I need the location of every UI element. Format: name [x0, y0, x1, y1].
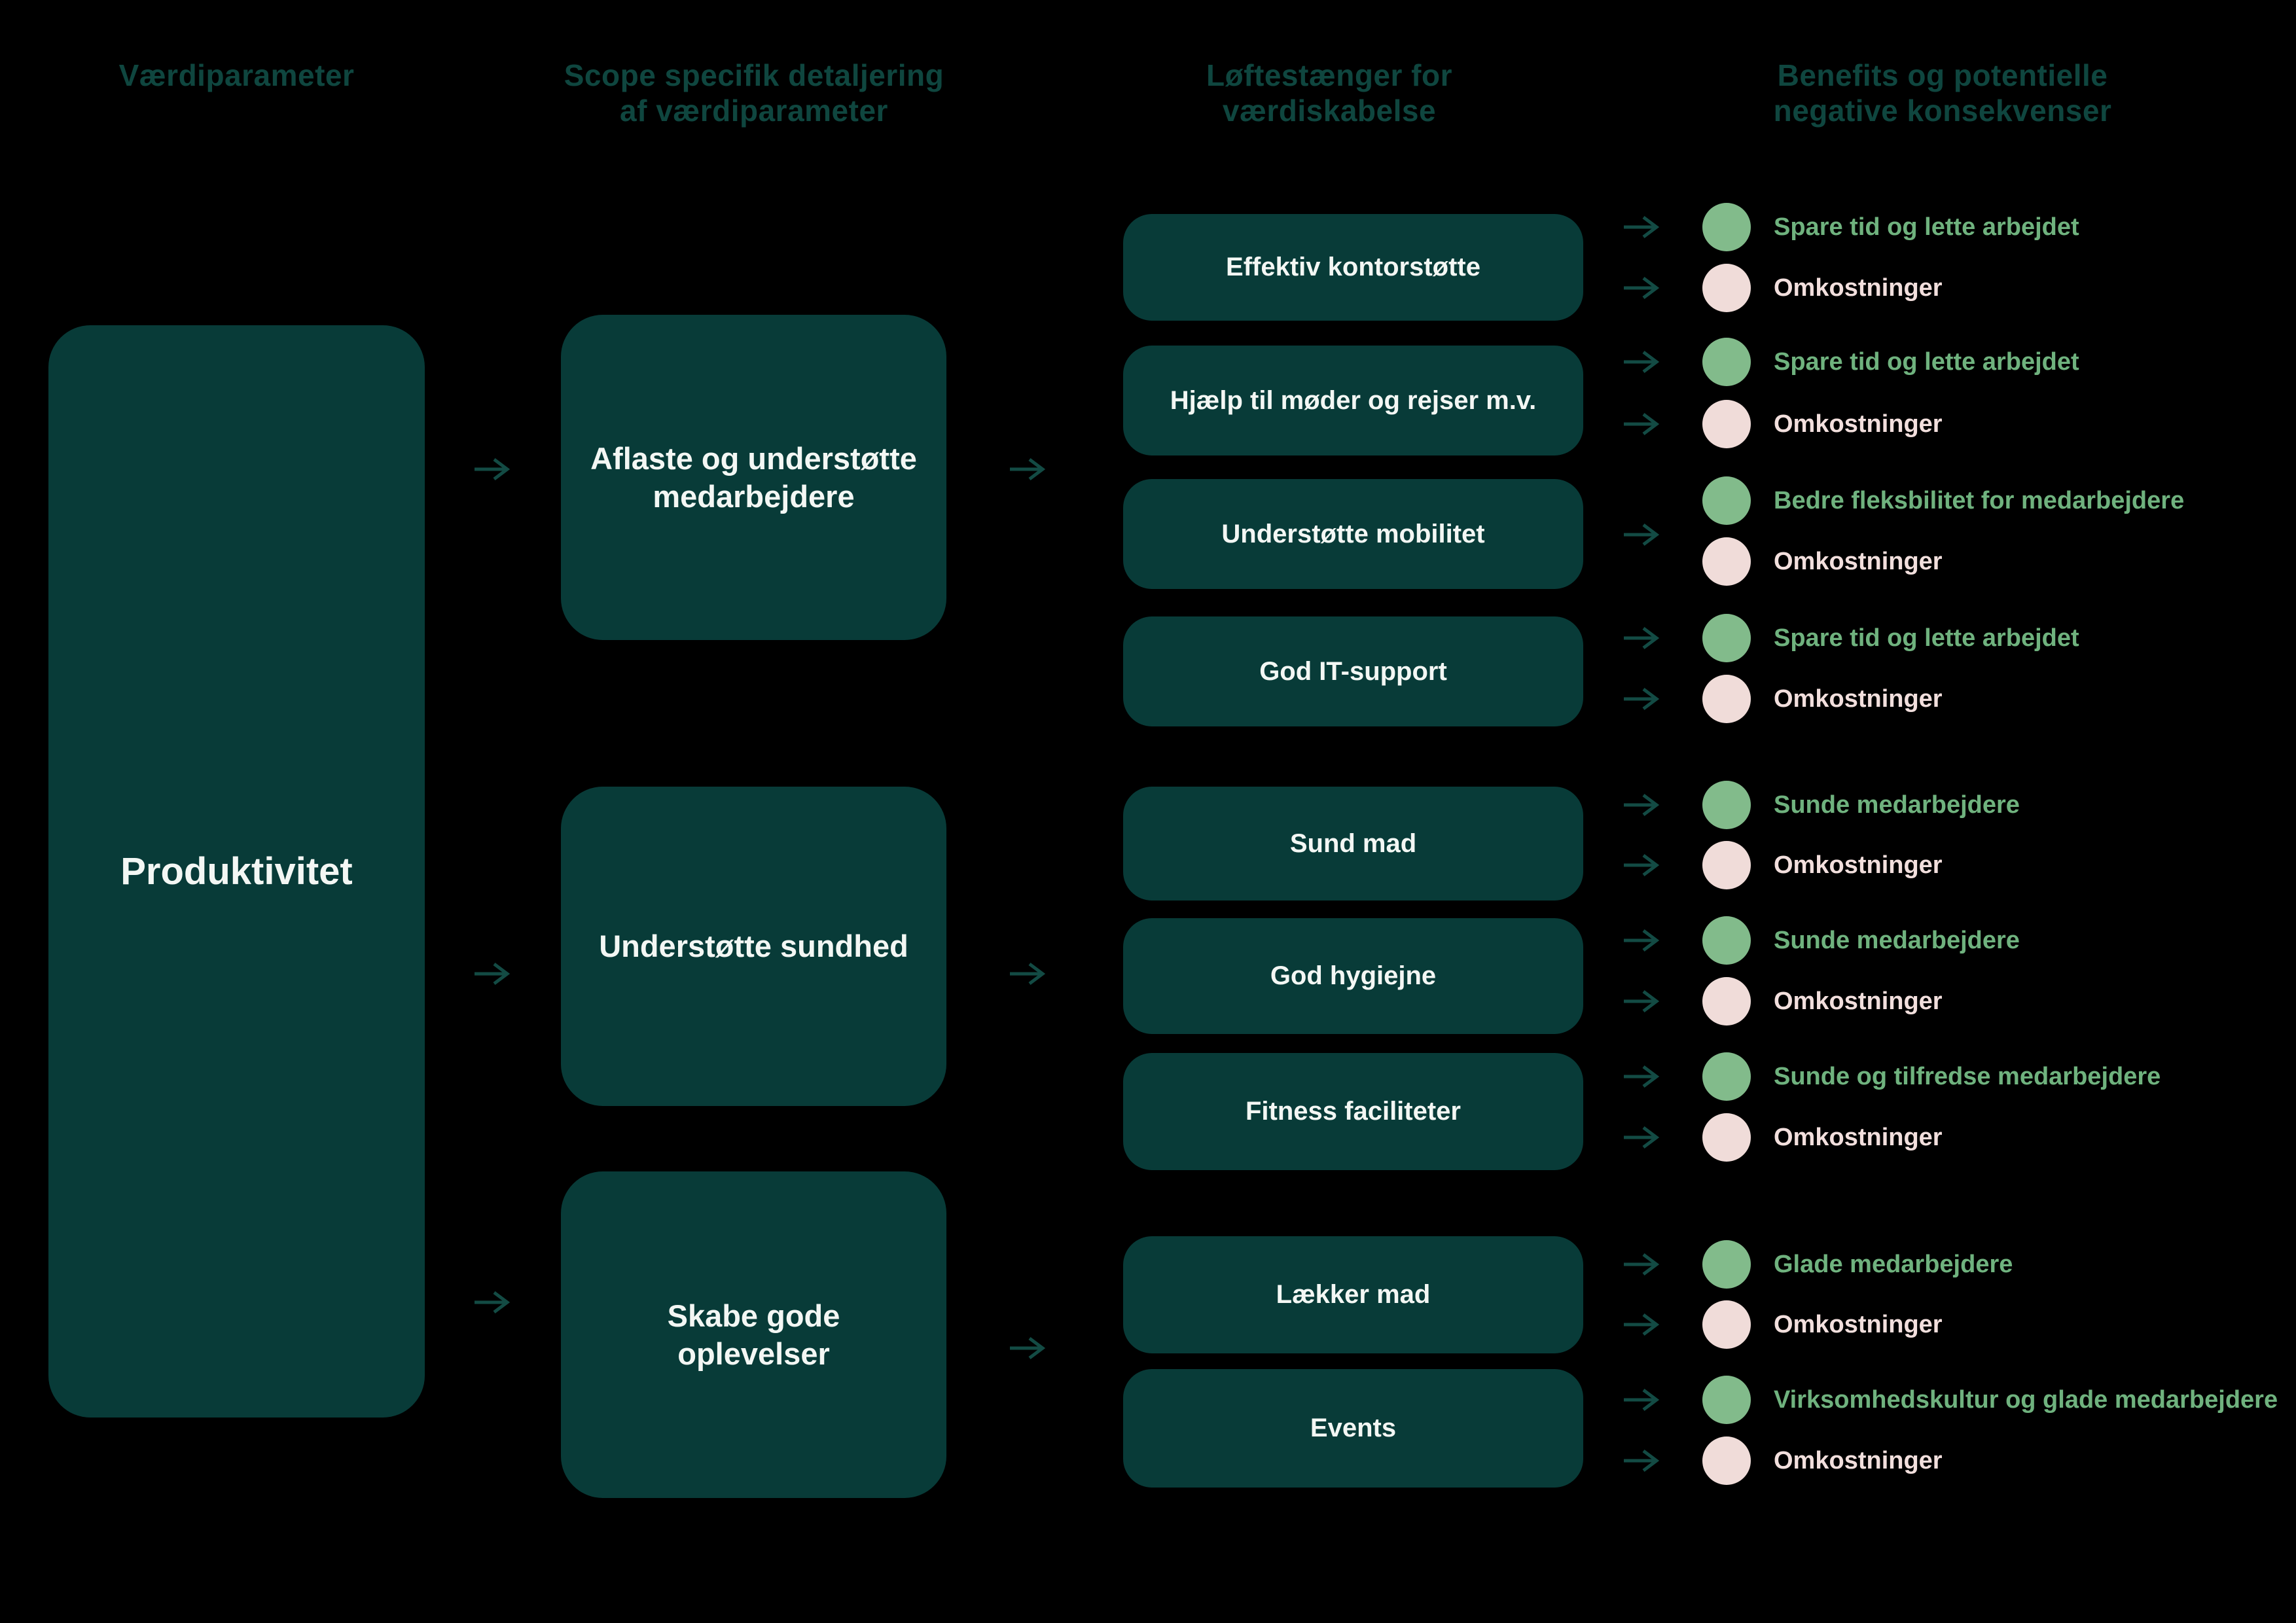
lever-box-events: Events: [1123, 1369, 1583, 1488]
cost-label: Omkostninger: [1774, 274, 1943, 302]
benefit-dot: [1702, 476, 1751, 525]
cost-label: Omkostninger: [1774, 988, 1943, 1015]
lever-label: Lækker mad: [1276, 1280, 1431, 1309]
cost-label: Omkostninger: [1774, 410, 1943, 438]
scope-box-oplevelser: Skabe gode oplevelser: [561, 1171, 946, 1498]
arrow-right-icon: [1624, 1450, 1660, 1472]
cost-dot: [1702, 400, 1751, 448]
arrow-right-icon: [475, 458, 511, 480]
cost-label: Omkostninger: [1774, 548, 1943, 575]
arrow-right-icon: [1624, 216, 1660, 238]
value-parameter-label: Produktivitet: [120, 850, 353, 893]
lever-box-god-it-support: God IT-support: [1123, 616, 1583, 726]
scope-label: Understøtte sundhed: [599, 929, 908, 964]
cost-dot: [1702, 977, 1751, 1026]
scope-label: Aflaste og understøtte medarbejdere: [590, 441, 917, 514]
cost-label: Omkostninger: [1774, 1311, 1943, 1338]
lever-label: Events: [1310, 1414, 1397, 1442]
column-header-vaerdiparameter: Værdiparameter: [118, 58, 355, 92]
benefit-label: Sunde og tilfredse medarbejdere: [1774, 1063, 2161, 1090]
arrow-right-icon: [1010, 963, 1046, 985]
benefit-dot: [1702, 203, 1751, 251]
benefit-label: Spare tid og lette arbejdet: [1774, 624, 2079, 652]
lever-label: Understøtte mobilitet: [1221, 519, 1485, 548]
arrow-right-icon: [475, 1291, 511, 1313]
cost-dot: [1702, 841, 1751, 889]
arrow-right-icon: [1624, 277, 1660, 299]
benefit-label: Spare tid og lette arbejdet: [1774, 348, 2079, 376]
lever-label: Sund mad: [1289, 829, 1417, 858]
benefit-dot: [1702, 1052, 1751, 1101]
cost-dot: [1702, 1300, 1751, 1349]
cost-dot: [1702, 264, 1751, 312]
cost-label: Omkostninger: [1774, 851, 1943, 879]
arrow-right-icon: [1624, 854, 1660, 876]
arrow-right-icon: [1624, 1313, 1660, 1336]
arrow-right-icon: [1624, 929, 1660, 952]
scope-box-sundhed: Understøtte sundhed: [561, 787, 946, 1106]
arrow-right-icon: [1624, 990, 1660, 1012]
arrow-right-icon: [1624, 524, 1660, 546]
scope-box-aflaste: Aflaste og understøtte medarbejdere: [561, 315, 946, 640]
cost-label: Omkostninger: [1774, 1124, 1943, 1151]
benefit-label: Sunde medarbejdere: [1774, 927, 2020, 954]
cost-dot: [1702, 537, 1751, 586]
benefit-dot: [1702, 781, 1751, 829]
arrow-right-icon: [1624, 1253, 1660, 1275]
benefit-dot: [1702, 614, 1751, 662]
lever-box-sund-mad: Sund mad: [1123, 787, 1583, 901]
benefit-label: Sunde medarbejdere: [1774, 791, 2020, 819]
arrow-right-icon: [1624, 1065, 1660, 1088]
column-header-scope-detaljering: Scope specifik detaljering af værdiparam…: [564, 58, 944, 128]
cost-dot: [1702, 1436, 1751, 1485]
benefit-dot: [1702, 916, 1751, 965]
lever-label: God IT-support: [1259, 656, 1447, 686]
benefit-label: Bedre fleksbilitet for medarbejdere: [1774, 487, 2185, 514]
scope-label: Skabe gode oplevelser: [667, 1298, 840, 1371]
lever-box-fitness-faciliteter: Fitness faciliteter: [1123, 1053, 1583, 1170]
lever-label: Hjælp til møder og rejser m.v.: [1170, 385, 1537, 415]
column-header-loeftestaenger: Løftestænger for værdiskabelse: [1206, 58, 1452, 128]
cost-dot: [1702, 675, 1751, 723]
lever-box-understoette-mobilitet: Understøtte mobilitet: [1123, 479, 1583, 589]
cost-label: Omkostninger: [1774, 685, 1943, 713]
cost-dot: [1702, 1113, 1751, 1162]
arrow-right-icon: [1624, 627, 1660, 649]
benefit-label: Glade medarbejdere: [1774, 1251, 2013, 1278]
lever-box-god-hygiejne: God hygiejne: [1123, 918, 1583, 1034]
arrow-right-icon: [1624, 794, 1660, 816]
cost-label: Omkostninger: [1774, 1447, 1943, 1474]
arrow-right-icon: [1624, 351, 1660, 373]
benefit-label: Virksomhedskultur og glade medarbejdere: [1774, 1386, 2278, 1414]
lever-label: God hygiejne: [1270, 961, 1437, 990]
arrow-right-icon: [1624, 688, 1660, 710]
benefit-dot: [1702, 1376, 1751, 1424]
lever-label: Fitness faciliteter: [1245, 1097, 1461, 1126]
arrow-right-icon: [475, 963, 511, 985]
benefit-dot: [1702, 338, 1751, 386]
benefit-dot: [1702, 1240, 1751, 1289]
arrow-right-icon: [1624, 413, 1660, 435]
column-header-benefits: Benefits og potentielle negative konsekv…: [1773, 58, 2112, 128]
arrow-right-icon: [1010, 1337, 1046, 1359]
lever-box-effektiv-kontorstoette: Effektiv kontorstøtte: [1123, 214, 1583, 321]
arrow-right-icon: [1624, 1126, 1660, 1149]
value-parameter-box: Produktivitet: [48, 325, 425, 1418]
lever-label: Effektiv kontorstøtte: [1226, 253, 1480, 281]
arrow-right-icon: [1010, 458, 1046, 480]
arrow-right-icon: [1624, 1389, 1660, 1411]
benefit-label: Spare tid og lette arbejdet: [1774, 213, 2079, 241]
lever-box-hjaelp-til-moeder: Hjælp til møder og rejser m.v.: [1123, 346, 1583, 455]
lever-box-laekker-mad: Lækker mad: [1123, 1236, 1583, 1353]
